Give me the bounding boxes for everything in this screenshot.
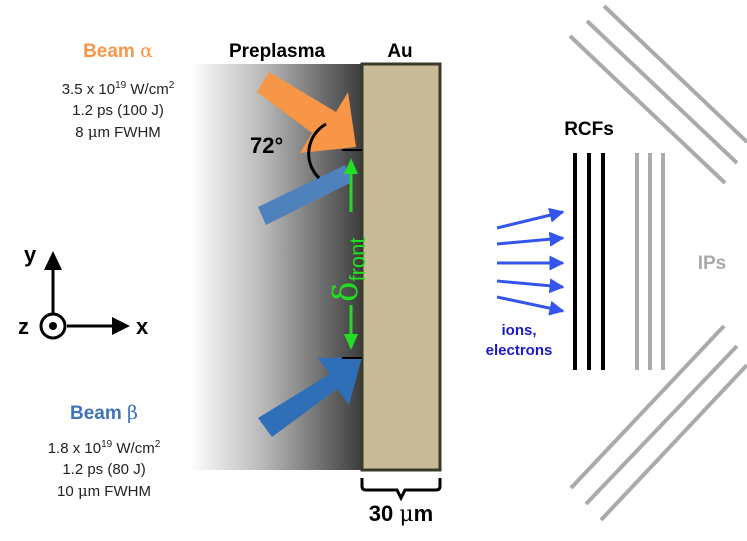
beam-beta-intensity-base: 1.8 x 10	[47, 440, 102, 457]
thickness-label: 30 μm	[369, 503, 433, 526]
axis-y-label: y	[24, 242, 37, 267]
thickness-mu: μ	[399, 502, 414, 527]
thickness-value: 30	[368, 501, 400, 526]
ip-diagonal-top	[568, 4, 747, 185]
beam-beta-symbol: β	[127, 402, 139, 424]
beam-alpha-spot-mu: μ	[87, 123, 98, 141]
beam-alpha-intensity-exp: 19	[115, 80, 127, 91]
beam-beta-intensity-unit-exp: 2	[154, 439, 161, 450]
beam-alpha-spot-unit: m FWHM	[97, 124, 161, 141]
beam-beta-spot-unit: m FWHM	[87, 483, 151, 500]
beam-alpha-intensity: 3.5 x 1019 W/cm2	[61, 80, 175, 98]
delta-arrow-down	[344, 305, 358, 350]
beam-beta-duration: 1.2 ps (80 J)	[62, 461, 146, 478]
particle-arrows	[496, 207, 565, 316]
thickness-unit: m	[413, 501, 434, 526]
delta-symbol: δ	[326, 281, 366, 302]
beam-beta-intensity-unit: W/cm	[112, 440, 155, 457]
beam-beta-spot-value: 10	[57, 483, 78, 500]
beam-beta-spot: 10 μm FWHM	[57, 482, 151, 500]
angle-arc	[307, 122, 327, 180]
beam-alpha-intensity-base: 3.5 x 10	[61, 81, 116, 98]
beam-alpha-reflected	[258, 165, 352, 225]
beam-alpha-duration: 1.2 ps (100 J)	[72, 102, 164, 119]
ip-vertical-stack	[635, 153, 665, 370]
preplasma-label: Preplasma	[228, 41, 326, 62]
beam-beta-arrow	[258, 357, 362, 437]
particles-label-line2: electrons	[485, 342, 553, 359]
delta-subscript: front	[345, 237, 370, 282]
beam-alpha-symbol: α	[140, 40, 153, 62]
beam-beta-intensity: 1.8 x 1019 W/cm2	[47, 439, 161, 457]
gold-target	[360, 62, 442, 472]
beam-alpha-intensity-unit: W/cm	[126, 81, 169, 98]
delta-front-label: δfront	[326, 237, 370, 302]
rcfs-label: RCFs	[564, 119, 614, 140]
beam-beta-spot-mu: μ	[77, 482, 88, 500]
beam-alpha-title: Beam α	[83, 40, 153, 62]
target-label: Au	[387, 41, 413, 62]
ip-diagonal-bottom	[569, 324, 747, 522]
beam-alpha-intensity-unit-exp: 2	[168, 80, 175, 91]
particles-label-line1: ions,	[501, 322, 537, 339]
beam-beta-intensity-exp: 19	[101, 439, 113, 450]
beam-alpha-spot-value: 8	[75, 124, 88, 141]
ips-label: IPs	[697, 253, 727, 274]
beam-alpha-name: Beam	[83, 41, 135, 62]
coordinate-axes	[39, 251, 130, 340]
beam-beta-title: Beam β	[69, 402, 139, 424]
axis-z-label: z	[18, 314, 29, 339]
beam-beta-name: Beam	[69, 403, 122, 424]
beam-alpha-spot: 8 μm FWHM	[75, 123, 161, 141]
delta-arrow-up	[344, 158, 358, 212]
beam-alpha-arrow	[257, 72, 356, 153]
rcf-stack	[573, 153, 605, 370]
thickness-bracket	[360, 478, 442, 502]
angle-label: 72°	[250, 133, 284, 158]
axis-x-label: x	[136, 314, 149, 339]
